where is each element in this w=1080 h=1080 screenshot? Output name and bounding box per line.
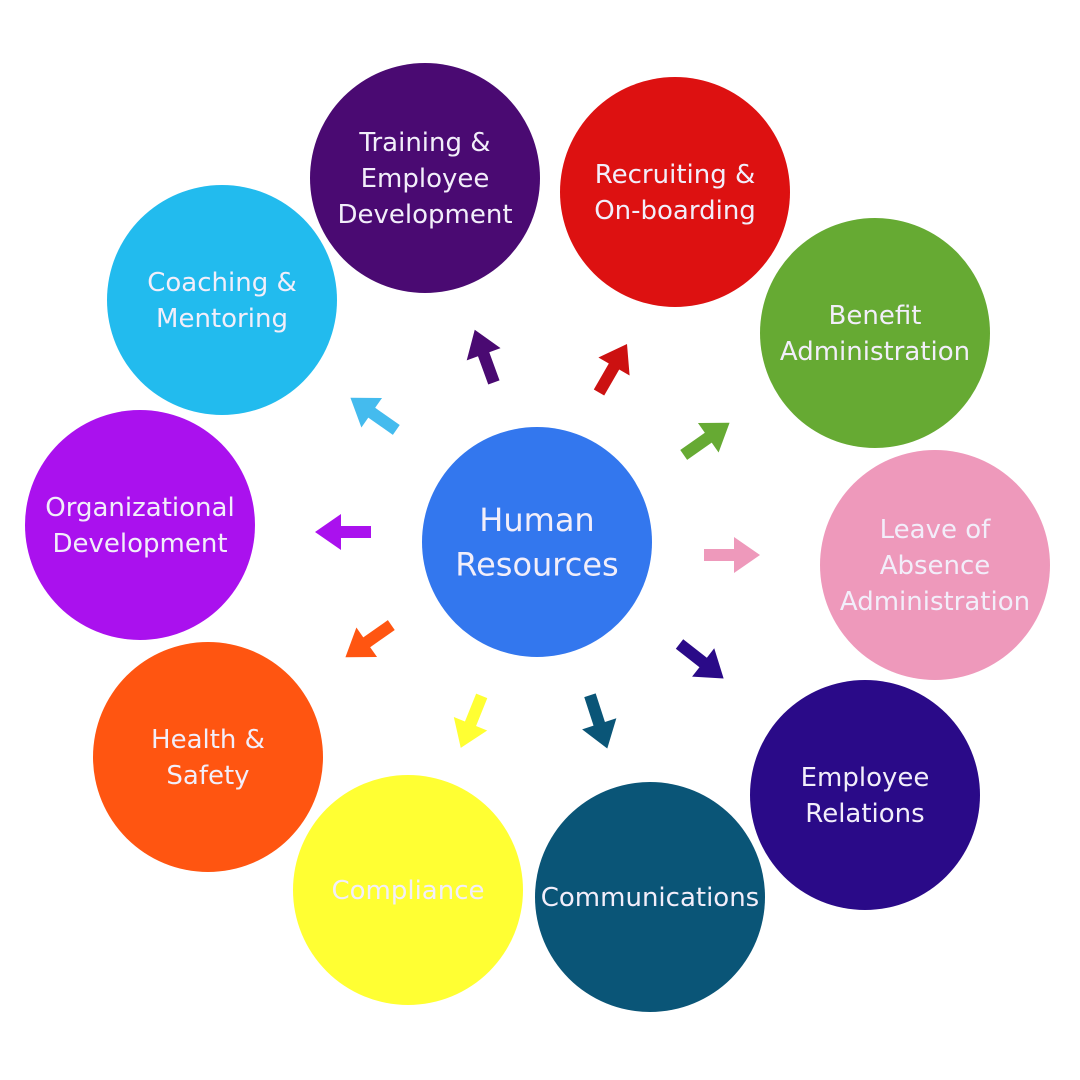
arrow-to-benefit bbox=[680, 422, 730, 460]
arrow-to-employee-relations bbox=[675, 639, 724, 679]
node-recruiting-circle bbox=[560, 77, 790, 307]
arrow-to-coaching bbox=[350, 397, 400, 435]
node-benefit-label: Benefit bbox=[829, 301, 922, 331]
node-health-safety-label: Safety bbox=[166, 761, 249, 791]
node-organizational-label: Development bbox=[52, 529, 227, 559]
node-employee-relations-circle bbox=[750, 680, 980, 910]
node-health-safety-label: Health & bbox=[151, 725, 265, 755]
node-communications-label: Communications bbox=[541, 883, 759, 913]
node-benefit-circle bbox=[760, 218, 990, 448]
node-recruiting-label: On-boarding bbox=[594, 196, 756, 226]
node-coaching-circle bbox=[107, 185, 337, 415]
arrow-to-organizational bbox=[315, 514, 371, 550]
arrow-to-health-safety bbox=[345, 620, 395, 658]
node-organizational-label: Organizational bbox=[45, 493, 234, 523]
node-training-label: Training & bbox=[358, 128, 490, 158]
arrow-to-communications bbox=[582, 693, 617, 749]
node-coaching-label: Coaching & bbox=[147, 268, 297, 298]
arrow-to-training bbox=[466, 329, 501, 385]
node-leave-label: Absence bbox=[880, 551, 991, 581]
node-recruiting: Recruiting & On-boarding bbox=[560, 77, 790, 307]
node-leave-circle bbox=[820, 450, 1050, 680]
node-compliance: Compliance bbox=[293, 775, 523, 1005]
node-compliance-label: Compliance bbox=[331, 876, 484, 906]
node-health-safety: Health & Safety bbox=[93, 642, 323, 872]
node-organizational-circle bbox=[25, 410, 255, 640]
node-recruiting-label: Recruiting & bbox=[595, 160, 756, 190]
node-leave-label: Administration bbox=[840, 587, 1030, 617]
node-employee-relations-label: Relations bbox=[805, 799, 924, 829]
node-coaching: Coaching & Mentoring bbox=[107, 185, 337, 415]
arrow-to-recruiting bbox=[593, 344, 630, 396]
node-compliance-circle bbox=[293, 775, 523, 1005]
center-node-human-resources-label: Human bbox=[479, 501, 594, 539]
node-training-label: Development bbox=[337, 200, 512, 230]
node-leave-label: Leave of bbox=[880, 515, 992, 545]
node-training-circle bbox=[310, 63, 540, 293]
node-benefit-label: Administration bbox=[780, 337, 970, 367]
center-node-human-resources-label: Resources bbox=[455, 545, 618, 583]
node-training-label: Employee bbox=[361, 164, 490, 194]
node-health-safety-circle bbox=[93, 642, 323, 872]
node-communications-circle bbox=[535, 782, 765, 1012]
node-employee-relations-label: Employee bbox=[801, 763, 930, 793]
arrow-to-compliance bbox=[453, 693, 488, 748]
node-communications: Communications bbox=[535, 782, 765, 1012]
center-node-human-resources-circle bbox=[422, 427, 652, 657]
arrow-to-leave bbox=[704, 537, 760, 573]
node-coaching-label: Mentoring bbox=[156, 304, 288, 334]
